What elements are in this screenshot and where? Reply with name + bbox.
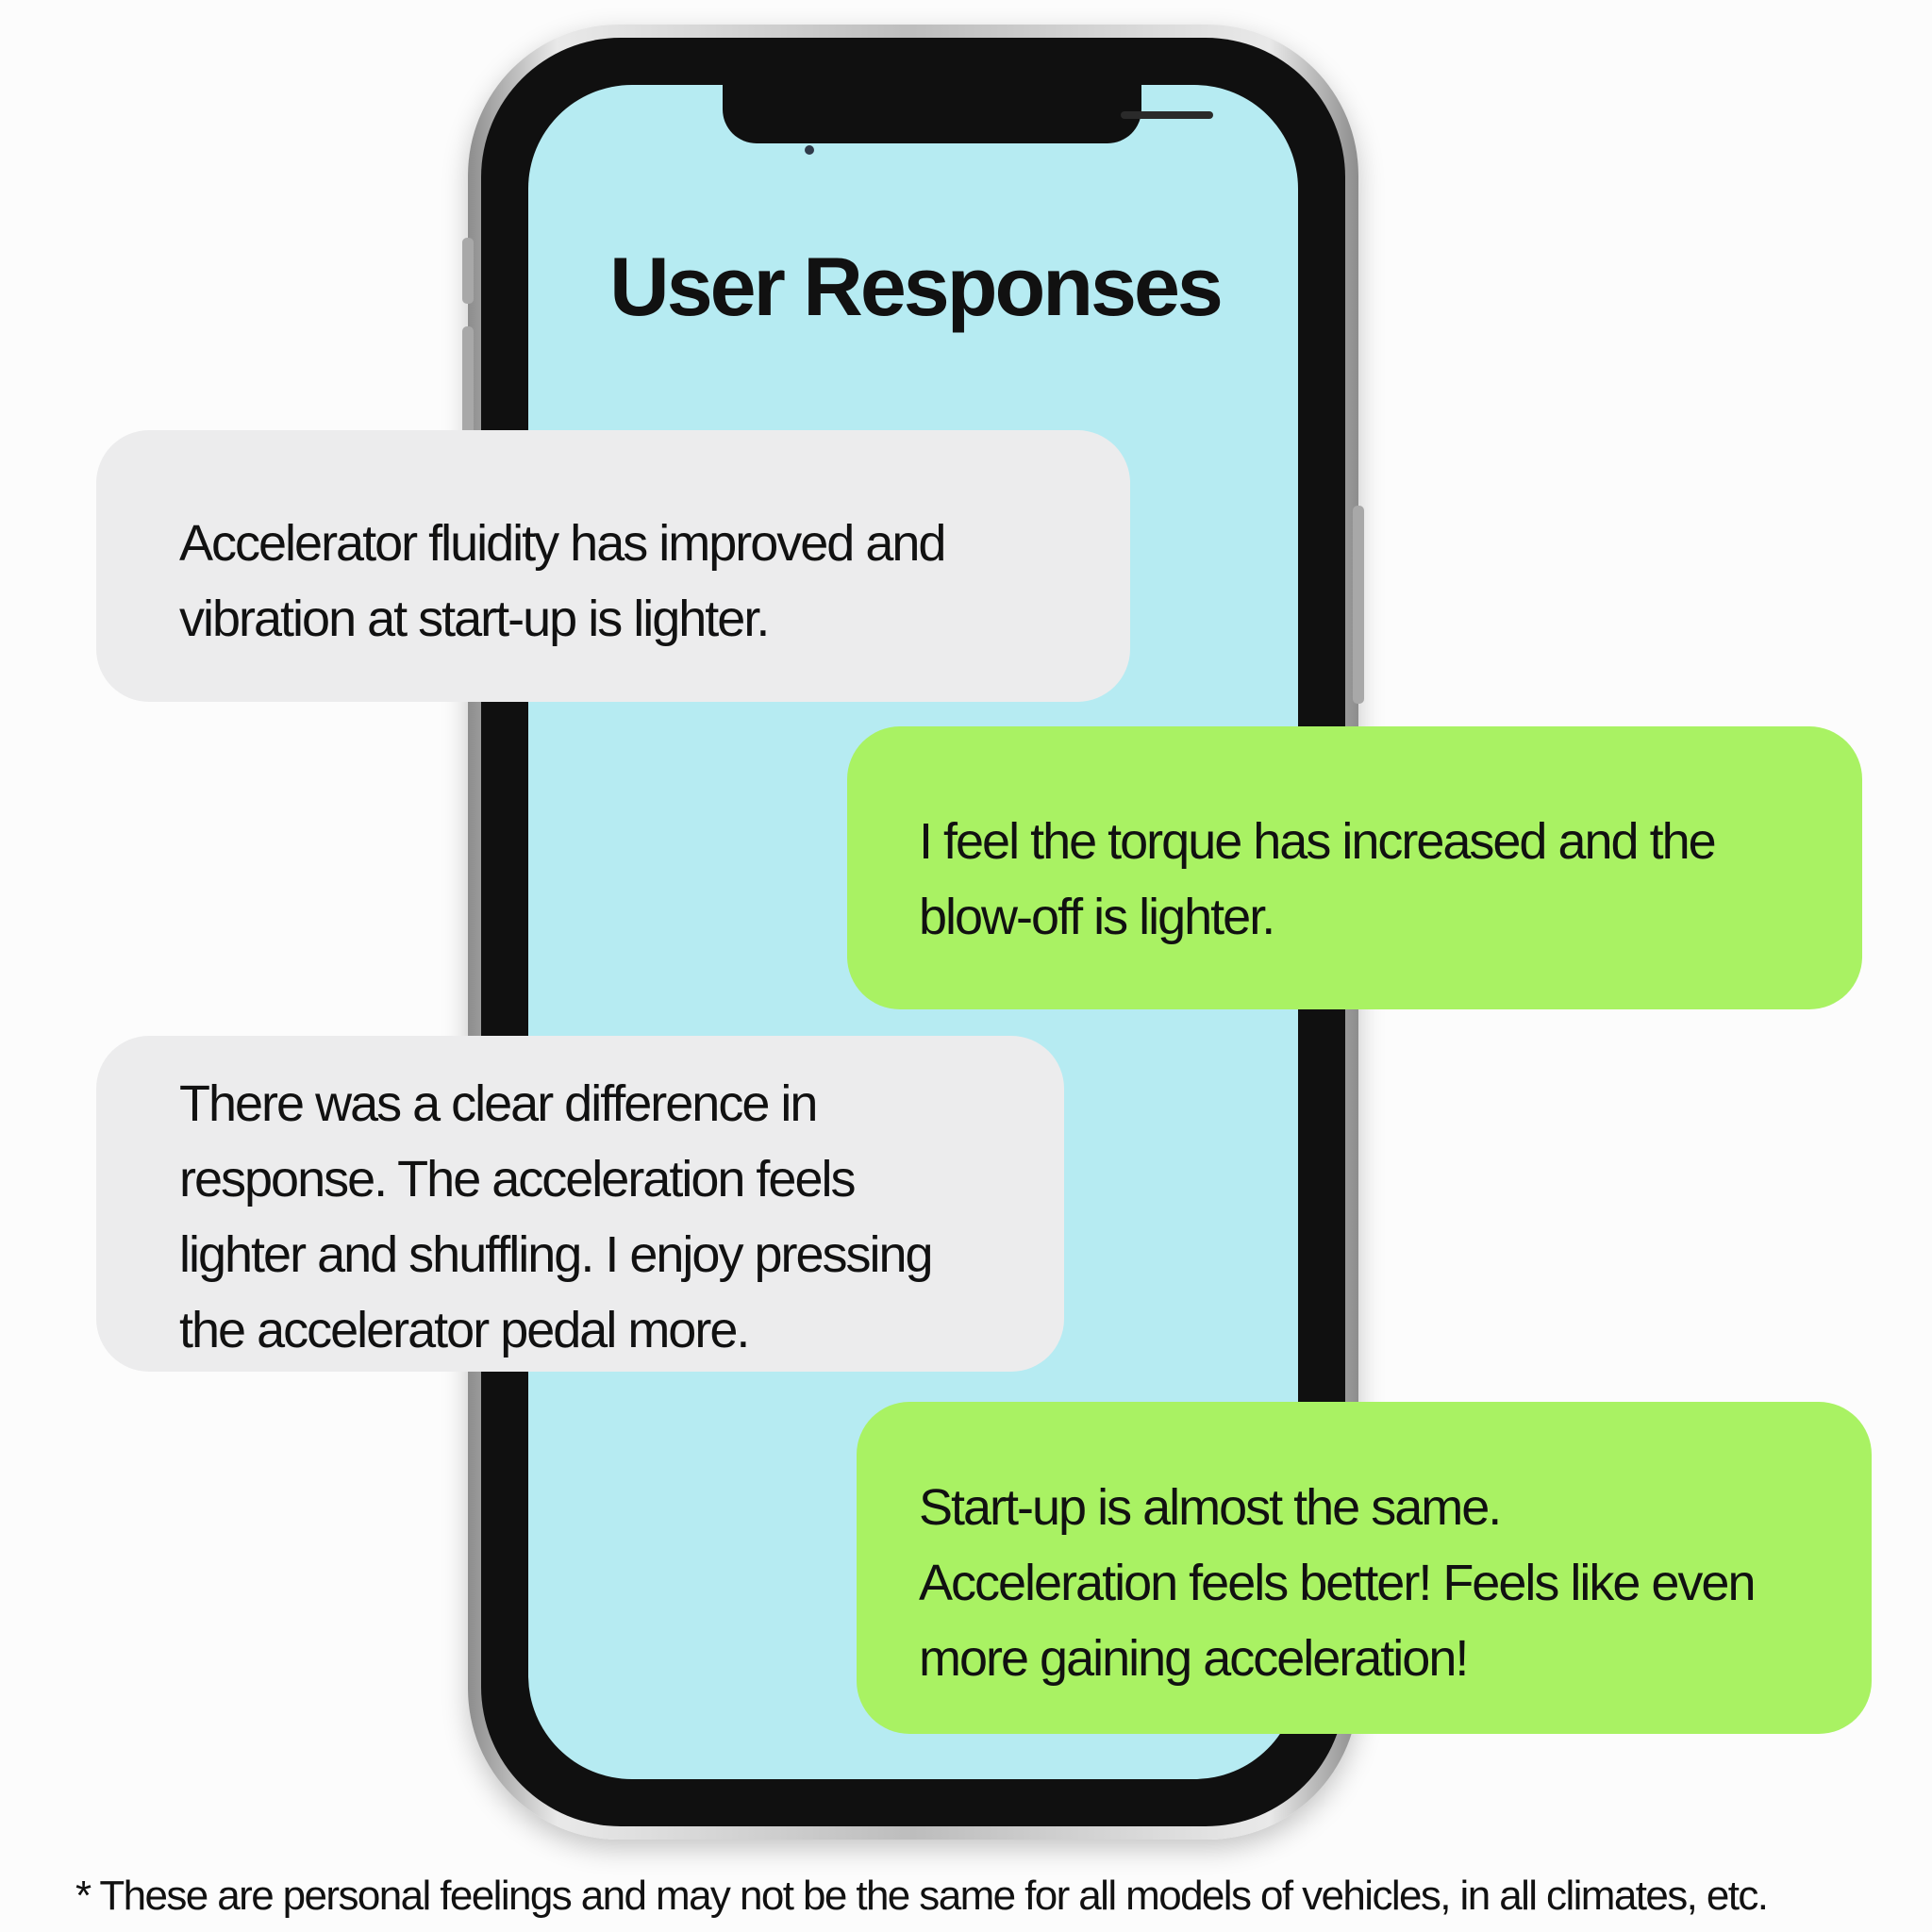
response-text: I feel the torque has increased and the … <box>919 813 1717 945</box>
response-bubble-right: Start-up is almost the same. Acceleratio… <box>857 1402 1872 1734</box>
phone-notch <box>723 85 1213 143</box>
response-bubble-left: Accelerator fluidity has improved and vi… <box>96 430 1130 702</box>
response-text: Start-up is almost the same. Acceleratio… <box>919 1479 1757 1687</box>
speaker-grille <box>1121 111 1213 119</box>
response-bubble-right: I feel the torque has increased and the … <box>847 726 1862 1009</box>
disclaimer-footnote: * These are personal feelings and may no… <box>75 1873 1769 1919</box>
page-title: User Responses <box>609 240 1224 333</box>
response-bubble-left: There was a clear difference in response… <box>96 1036 1064 1372</box>
phone-volume-up-button <box>462 326 474 440</box>
phone-silent-switch <box>462 238 474 304</box>
phone-power-button <box>1353 506 1364 704</box>
response-text: There was a clear difference in response… <box>179 1075 934 1358</box>
response-text: Accelerator fluidity has improved and vi… <box>179 515 946 647</box>
camera-icon <box>805 145 814 155</box>
